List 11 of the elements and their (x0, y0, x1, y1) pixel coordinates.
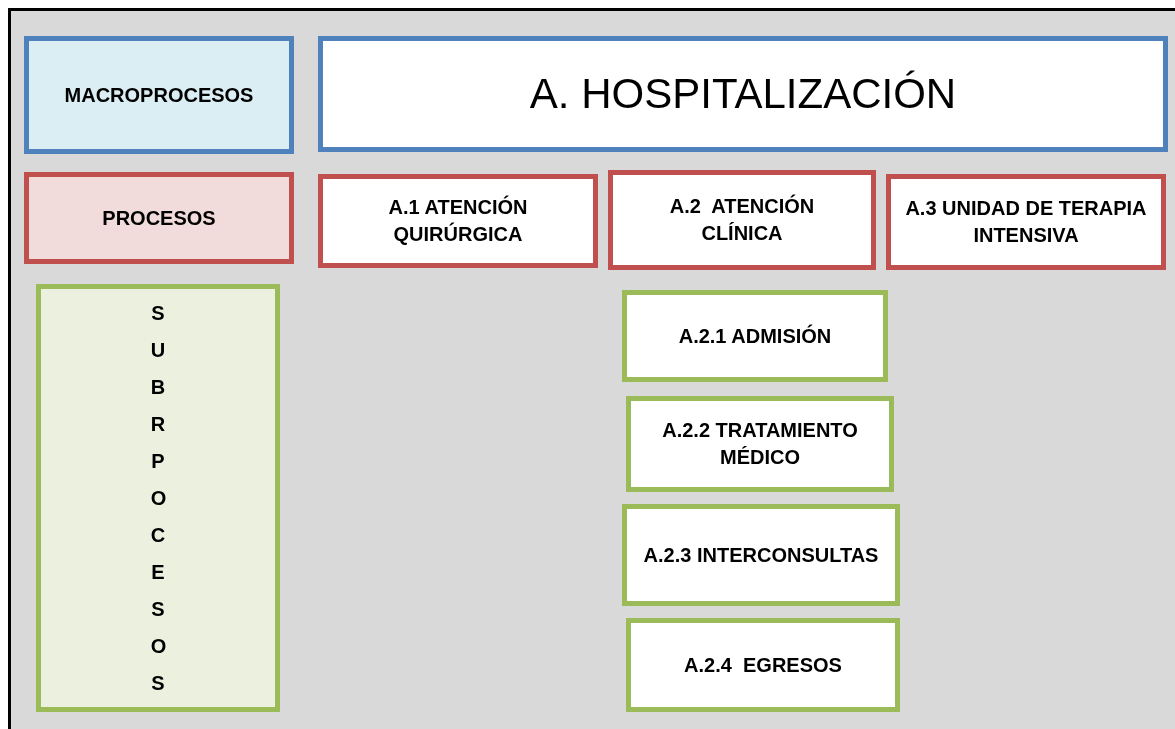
title-box: A. HOSPITALIZACIÓN (318, 36, 1168, 152)
level-box: MACROPROCESOS (24, 36, 294, 154)
subprocess-box: A.2.3 INTERCONSULTAS (622, 504, 900, 606)
process-box: A.3 UNIDAD DE TERAPIA INTENSIVA (886, 174, 1166, 270)
subprocess-box: A.2.1 ADMISIÓN (622, 290, 888, 382)
process-box: A.2 ATENCIÓN CLÍNICA (608, 170, 876, 270)
subprocess-box: A.2.2 TRATAMIENTO MÉDICO (626, 396, 894, 492)
level-box: SUBRPOCESOS (36, 284, 280, 712)
subprocess-box: A.2.4 EGRESOS (626, 618, 900, 712)
process-box: A.1 ATENCIÓN QUIRÚRGICA (318, 174, 598, 268)
level-box: PROCESOS (24, 172, 294, 264)
